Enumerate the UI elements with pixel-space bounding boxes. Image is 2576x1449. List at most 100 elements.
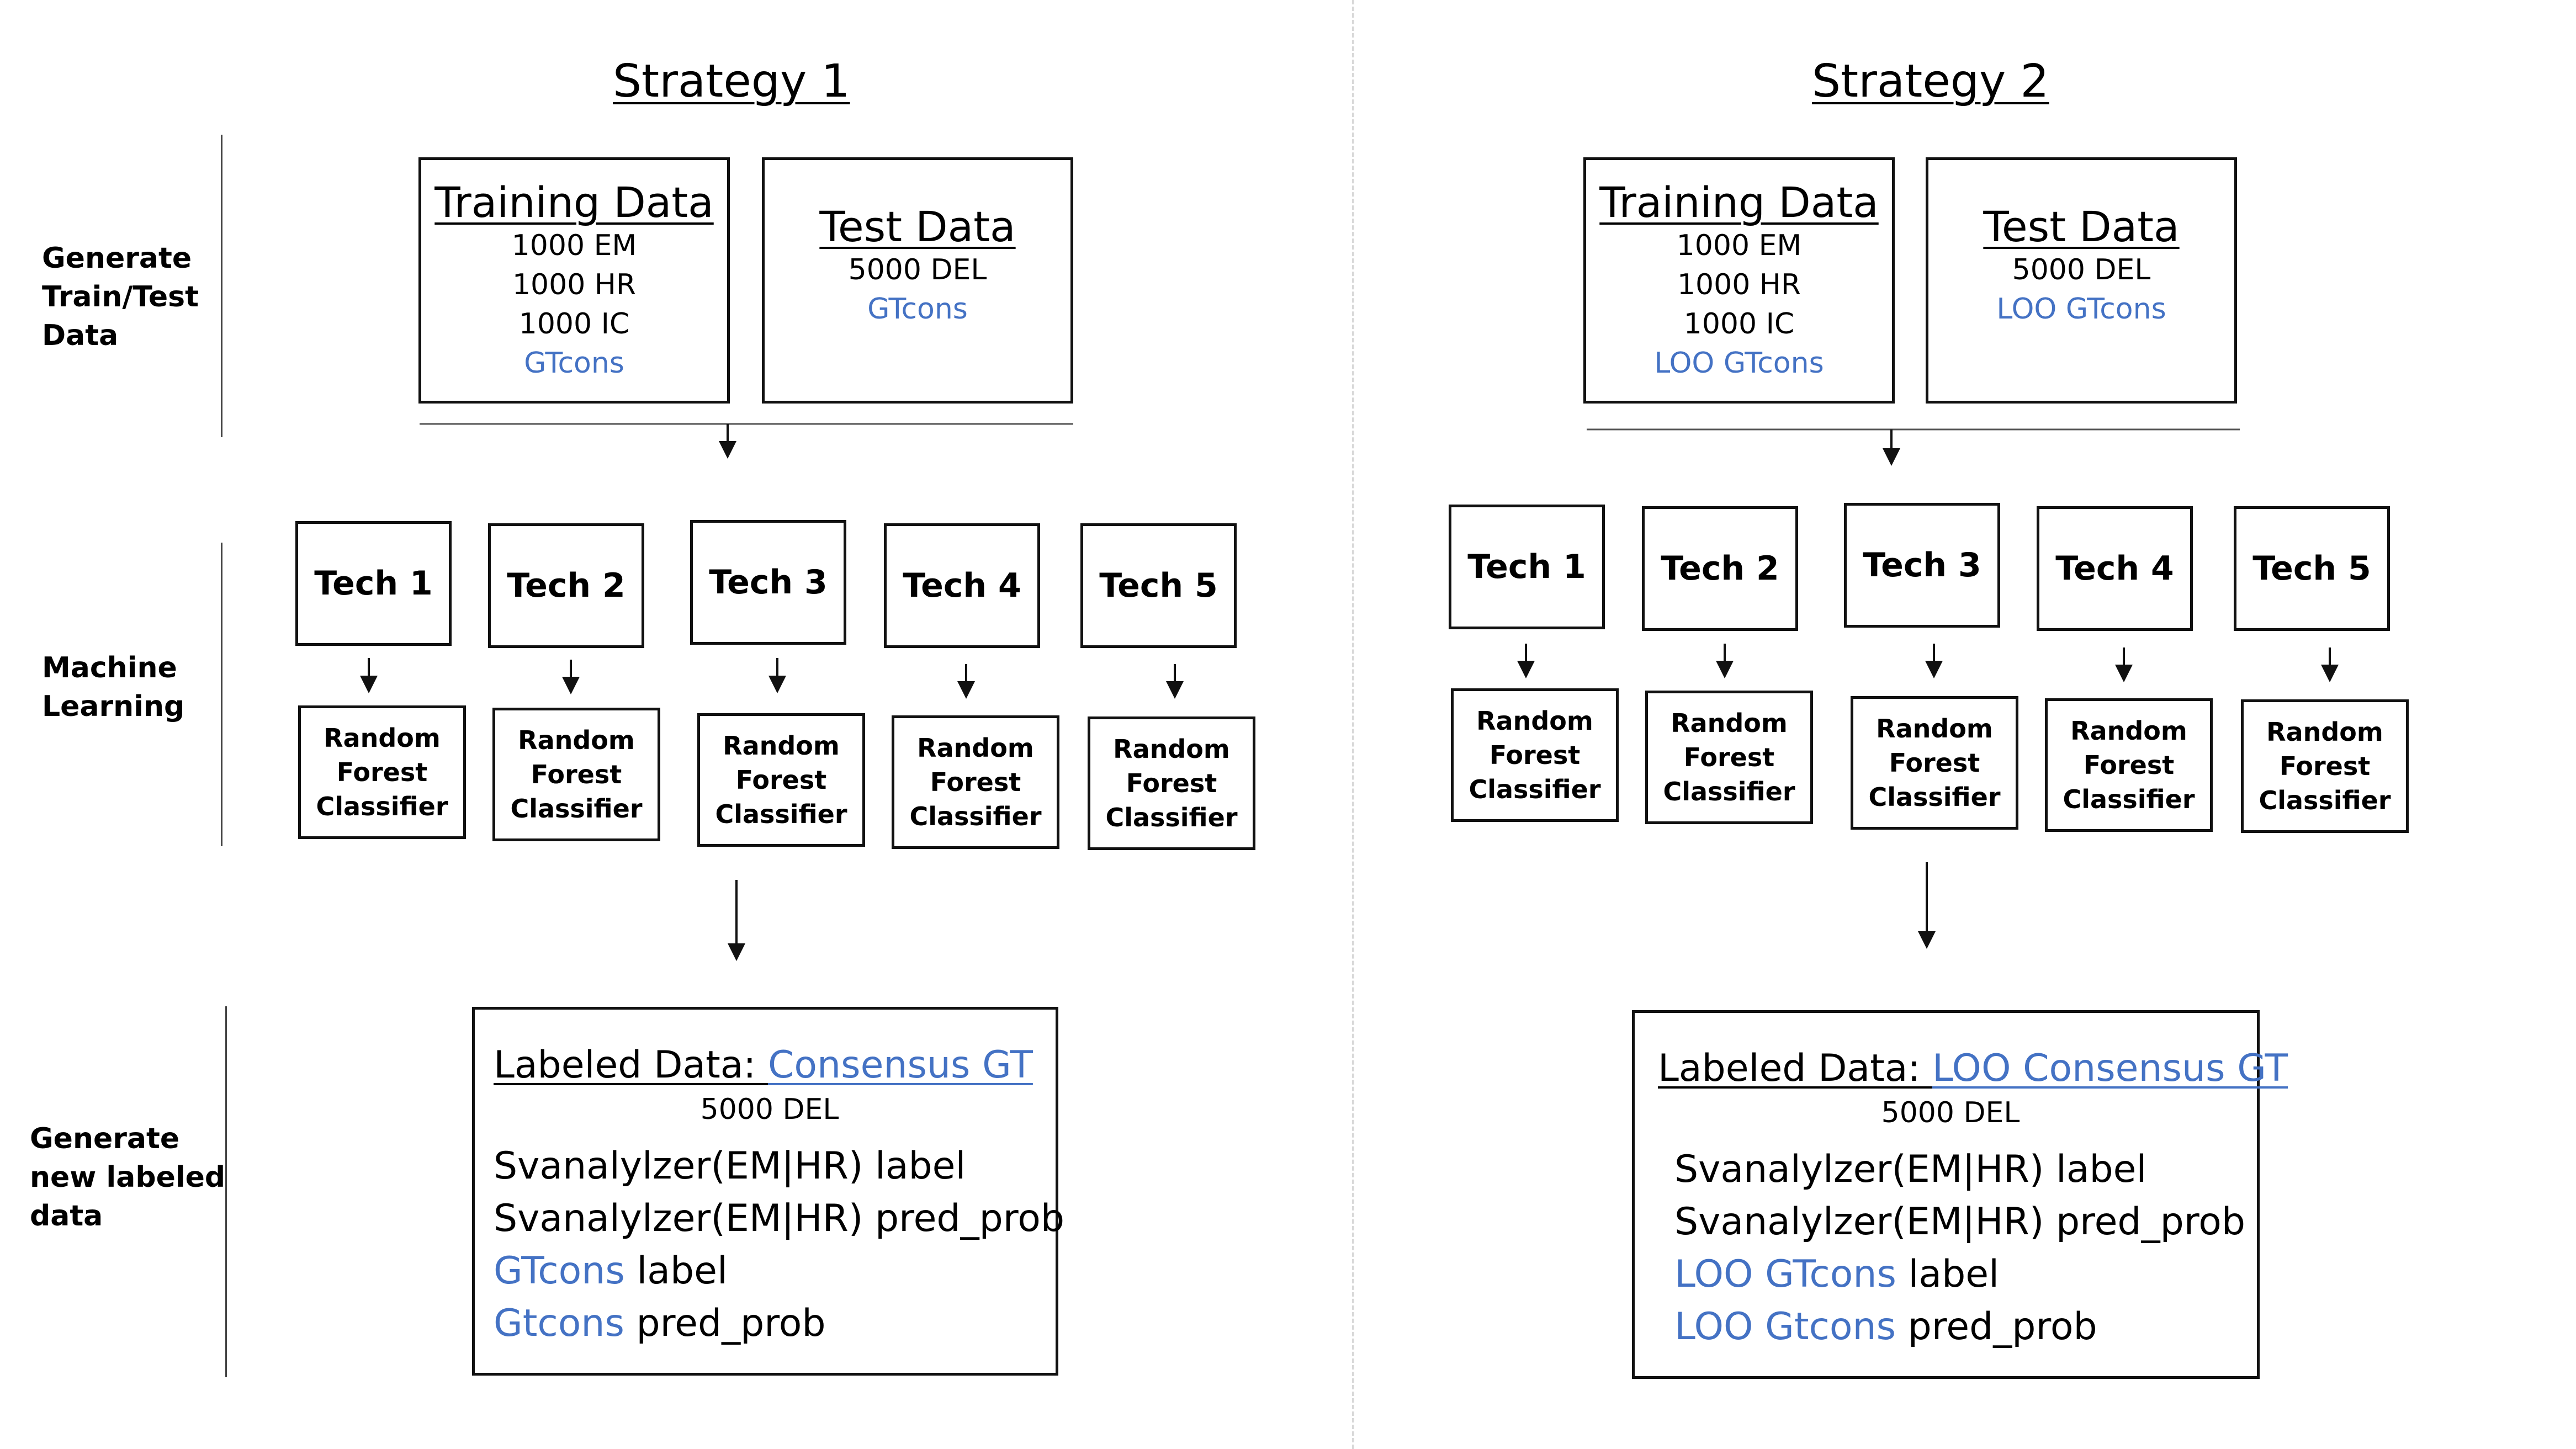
- labeled-data-line: Svanalylzer(EM|HR) label: [1674, 1148, 2147, 1191]
- strategy-1-heading: Strategy 1: [613, 55, 850, 108]
- classifier-line: Random: [1476, 706, 1593, 736]
- stage-label-line: Train/Test: [42, 280, 199, 314]
- classifier-line: Random: [917, 733, 1034, 763]
- classifier-line: Classifier: [2063, 784, 2195, 814]
- labeled-data-title: Labeled Data: LOO Consensus GT: [1658, 1044, 2288, 1094]
- classifier-line: Forest: [1489, 740, 1581, 770]
- training-data-line: 1000 HR: [512, 268, 637, 301]
- classifier-line: Forest: [531, 760, 622, 789]
- classifier-line: Forest: [1889, 748, 1980, 778]
- training-data-line: 1000 EM: [511, 229, 637, 262]
- strategy-divider: [1352, 0, 1354, 1449]
- test-data-gt-source: LOO GTcons: [1996, 293, 2166, 326]
- labeled-data-subtitle: 5000 DEL: [700, 1093, 839, 1126]
- labeled-data-line: LOO Gtcons pred_prob: [1658, 1301, 2257, 1353]
- random-forest-classifier-box: Random Forest Classifier: [1451, 688, 1619, 822]
- classifier-line: Random: [518, 725, 635, 755]
- test-data-line: 5000 DEL: [848, 253, 987, 286]
- classifier-line: Forest: [1683, 742, 1775, 772]
- strategy-2-heading: Strategy 2: [1812, 55, 2049, 108]
- classifier-line: Random: [723, 731, 840, 761]
- labeled-data-gt-ref: LOO GTcons: [1674, 1252, 1896, 1296]
- classifier-line: Classifier: [1469, 774, 1601, 804]
- random-forest-classifier-box: Random Forest Classifier: [1645, 691, 1813, 824]
- classifier-line: Random: [2070, 716, 2187, 746]
- training-data-line: 1000 IC: [518, 307, 630, 341]
- classifier-line: Random: [1113, 734, 1230, 764]
- labeled-data-prefix: Labeled Data:: [1658, 1047, 1932, 1090]
- labeled-data-suffix: pred_prob: [1896, 1305, 2097, 1349]
- training-data-gt-source: GTcons: [524, 347, 624, 380]
- classifier-line: Classifier: [2259, 785, 2391, 815]
- training-data-gt-source: LOO GTcons: [1654, 347, 1824, 380]
- random-forest-classifier-box: Random Forest Classifier: [697, 713, 865, 847]
- labeled-data-line: Svanalylzer(EM|HR) label: [494, 1144, 966, 1188]
- stage-label-line: Data: [42, 319, 119, 352]
- tech-label: Tech 4: [903, 566, 1021, 605]
- random-forest-classifier-box: Random Forest Classifier: [492, 708, 660, 841]
- labeled-data-suffix: pred_prob: [624, 1302, 826, 1345]
- stage-label-line: Generate: [42, 242, 192, 275]
- tech-label: Tech 1: [1467, 548, 1586, 586]
- labeled-data-gt-name: Consensus GT: [767, 1043, 1033, 1087]
- labeled-data-suffix: label: [624, 1249, 728, 1293]
- classifier-line: Forest: [2083, 750, 2175, 780]
- classifier-line: Classifier: [715, 799, 847, 829]
- classifier-line: Forest: [336, 757, 428, 787]
- test-data-box: Test Data 5000 DEL LOO GTcons: [1926, 157, 2237, 404]
- training-data-line: 1000 IC: [1683, 307, 1795, 341]
- tech-1-box: Tech 1: [1449, 505, 1605, 629]
- random-forest-classifier-box: Random Forest Classifier: [298, 705, 466, 839]
- training-data-title: Training Data: [434, 178, 714, 227]
- classifier-line: Forest: [930, 767, 1021, 797]
- tech-4-box: Tech 4: [884, 523, 1040, 648]
- classifier-line: Forest: [735, 765, 827, 795]
- classifier-line: Classifier: [1105, 803, 1238, 832]
- stage-label-line: Learning: [42, 690, 185, 723]
- random-forest-classifier-box: Random Forest Classifier: [2241, 699, 2409, 833]
- training-data-box: Training Data 1000 EM 1000 HR 1000 IC GT…: [418, 157, 730, 404]
- classifier-line: Random: [1671, 708, 1788, 738]
- stage-label-line: Generate: [30, 1122, 180, 1155]
- labeled-data-prefix: Labeled Data:: [494, 1043, 768, 1087]
- tech-1-box: Tech 1: [295, 521, 452, 646]
- classifier-line: Classifier: [1868, 782, 2001, 812]
- labeled-data-suffix: label: [1896, 1252, 1999, 1296]
- tech-2-box: Tech 2: [1642, 506, 1798, 631]
- stage-separator-line: [221, 135, 222, 437]
- test-data-title: Test Data: [819, 202, 1016, 251]
- labeled-data-line: Svanalylzer(EM|HR) pred_prob: [494, 1197, 1064, 1240]
- labeled-data-line: LOO GTcons label: [1658, 1248, 2257, 1301]
- classifier-line: Random: [324, 723, 441, 753]
- tech-5-box: Tech 5: [1080, 523, 1237, 648]
- stage-label-line: data: [30, 1199, 103, 1233]
- random-forest-classifier-box: Random Forest Classifier: [1088, 716, 1255, 850]
- tech-label: Tech 3: [1863, 546, 1981, 585]
- tech-label: Tech 1: [314, 564, 433, 603]
- test-data-line: 5000 DEL: [2012, 253, 2151, 286]
- tech-label: Tech 5: [2252, 549, 2371, 588]
- tech-4-box: Tech 4: [2037, 506, 2193, 631]
- classifier-line: Classifier: [316, 792, 448, 821]
- stage-label-line: Machine: [42, 651, 177, 684]
- test-data-gt-source: GTcons: [867, 293, 968, 326]
- labeled-data-line: Svanalylzer(EM|HR) pred_prob: [1674, 1200, 2245, 1244]
- labeled-data-line: GTcons label: [494, 1245, 1056, 1297]
- training-data-title: Training Data: [1599, 178, 1879, 227]
- tech-3-box: Tech 3: [1844, 503, 2000, 628]
- tech-label: Tech 3: [709, 563, 828, 602]
- stage-label-machine-learning: Machine Learning: [42, 649, 184, 726]
- tech-label: Tech 4: [2055, 549, 2174, 588]
- labeled-data-box: Labeled Data: LOO Consensus GT 5000 DEL …: [1632, 1010, 2288, 1379]
- classifier-line: Classifier: [909, 802, 1042, 831]
- labeled-data-gt-name: LOO Consensus GT: [1932, 1047, 2288, 1090]
- stage-label-generate-data: Generate Train/Test Data: [42, 239, 199, 355]
- classifier-line: Classifier: [510, 794, 643, 824]
- training-data-line: 1000 EM: [1676, 229, 1802, 262]
- training-data-line: 1000 HR: [1677, 268, 1801, 301]
- stage-label-generate-labeled: Generate new labeled data: [30, 1119, 225, 1235]
- stage-label-line: new labeled: [30, 1161, 226, 1194]
- test-data-box: Test Data 5000 DEL GTcons: [762, 157, 1073, 404]
- tech-5-box: Tech 5: [2234, 506, 2390, 631]
